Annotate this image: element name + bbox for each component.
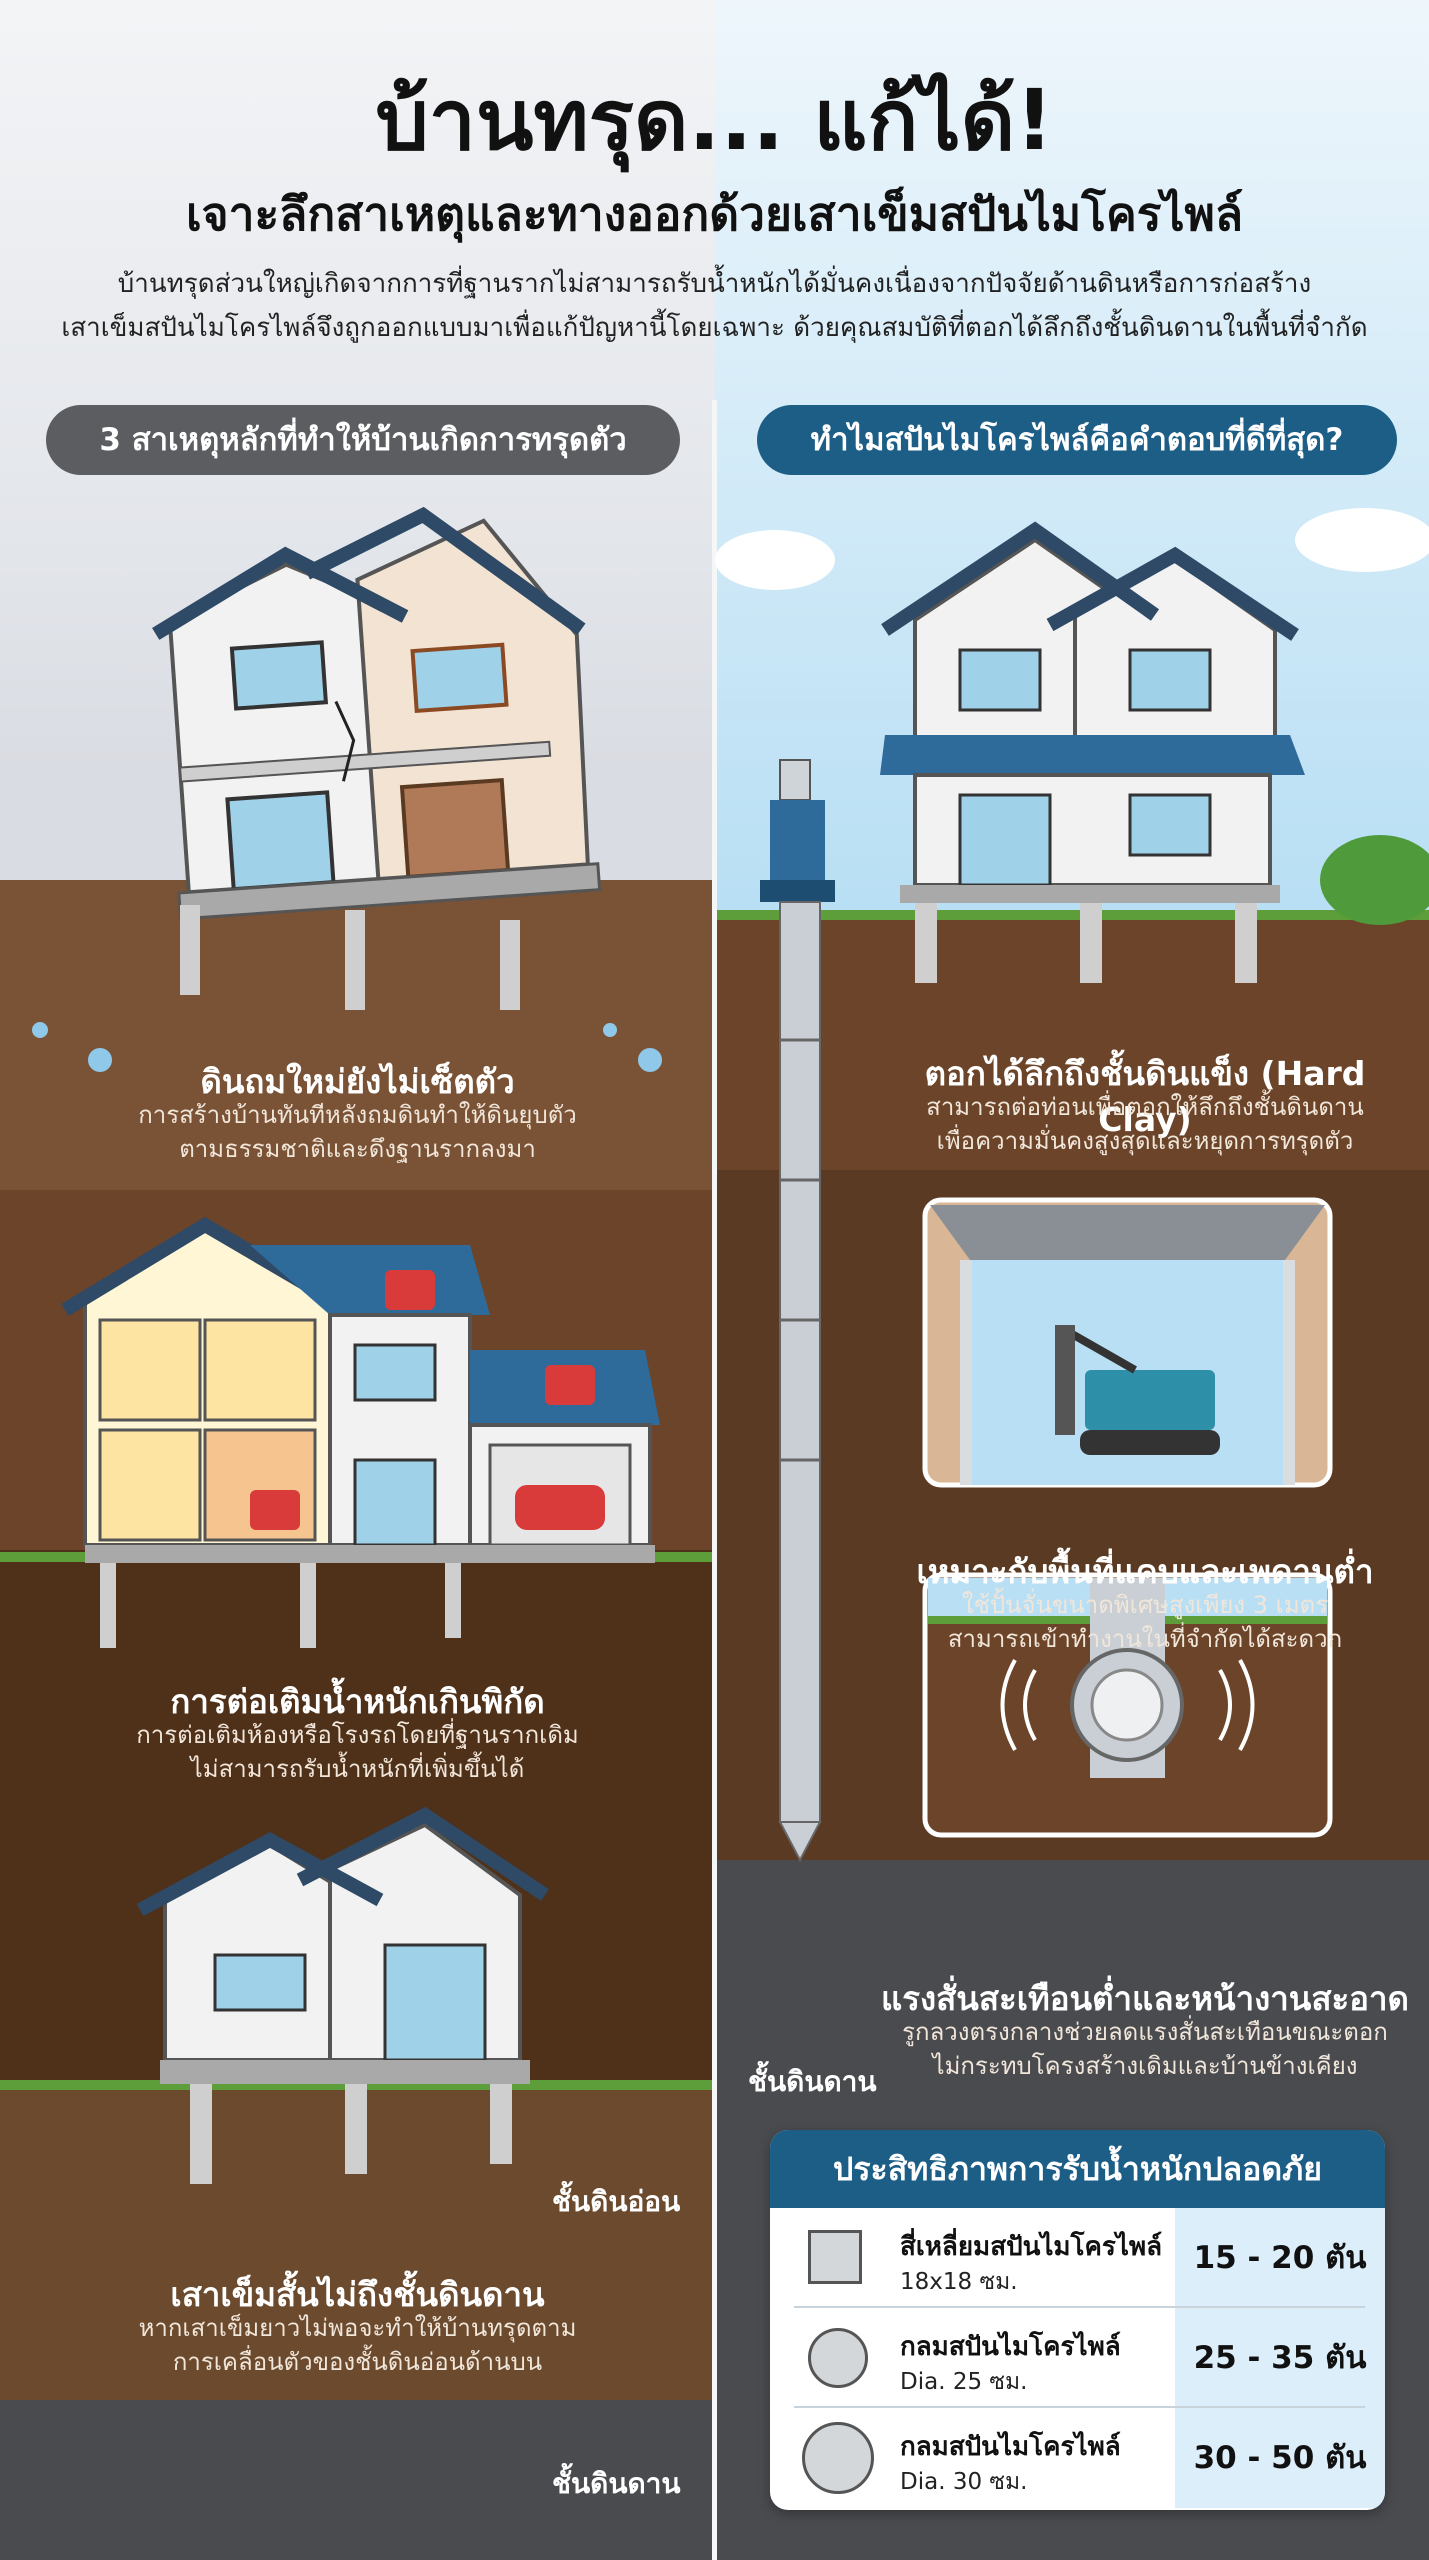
hollow-pile-cross-section — [922, 1572, 1333, 1838]
cause-description: การต่อเติมห้องหรือโรงรถโดยที่ฐานรากเดิม — [136, 1721, 579, 1749]
short-pile-house-illustration — [136, 1806, 549, 2184]
load-value: 25 - 35 ตัน — [1175, 2308, 1385, 2408]
cause-title: การต่อเติมน้ำหนักเกินพิกัด — [170, 1682, 545, 1721]
load-value: 15 - 20 ตัน — [1175, 2208, 1385, 2308]
tilted-house-illustration — [152, 506, 602, 921]
weight-icon — [250, 1270, 595, 1530]
pile-tip-label: ชั้นดินดาน — [748, 2065, 877, 2098]
row-divider — [794, 2406, 1365, 2408]
load-value: 30 - 50 ตัน — [1175, 2408, 1385, 2508]
benefit-title: แรงสั่นสะเทือนต่ำและหน้างานสะอาด — [881, 1979, 1409, 2018]
pile-type: กลมสปันไมโครไพล์ — [900, 2332, 1121, 2362]
benefit-description: ไม่กระทบโครงสร้างเดิมและบ้านข้างเคียง — [932, 2052, 1358, 2080]
benefit-description: สามารถต่อท่อนเพื่อตอกให้ลึกถึงชั้นดินดาน — [926, 1093, 1364, 1121]
extended-house-illustration — [61, 1216, 660, 1648]
cause-description: ไม่สามารถรับน้ำหนักที่เพิ่มขึ้นได้ — [190, 1755, 525, 1783]
cause-description: การสร้างบ้านทันทีหลังถมดินทำให้ดินยุบตัว — [138, 1101, 577, 1129]
solutions-heading: ทำไมสปันไมโครไพล์คือคำตอบที่ดีที่สุด? — [757, 405, 1397, 475]
load-capacity-table: ประสิทธิภาพการรับน้ำหนักปลอดภัย สี่เหลี่… — [770, 2130, 1385, 2510]
soft-soil-label: ชั้นดินอ่อน — [552, 2185, 681, 2218]
table-title: ประสิทธิภาพการรับน้ำหนักปลอดภัย — [770, 2130, 1385, 2208]
left-illustrations — [32, 506, 662, 2184]
intro-text: บ้านทรุดส่วนใหญ่เกิดจากการที่ฐานรากไม่สา… — [117, 269, 1312, 299]
page-title: บ้านทรุด... แก้ได้! — [375, 71, 1054, 169]
hard-soil-layer — [0, 2400, 715, 2560]
row-divider — [794, 2306, 1365, 2308]
cause-title: เสาเข็มสั้นไม่ถึงชั้นดินดาน — [170, 2275, 545, 2314]
low-ceiling-crane-illustration — [922, 1197, 1333, 1488]
pile-type: สี่เหลี่ยมสปันไมโครไพล์ — [900, 2232, 1163, 2262]
pile-size: Dia. 30 ซม. — [900, 2469, 1028, 2495]
benefit-title: เหมาะกับพื้นที่แคบและเพดานต่ำ — [916, 1552, 1374, 1591]
table-row: สี่เหลี่ยมสปันไมโครไพล์ 18x18 ซม. 15 - 2… — [770, 2208, 1385, 2308]
cause-description: การเคลื่อนตัวของชั้นดินอ่อนด้านบน — [172, 2348, 543, 2376]
grass-strip — [715, 910, 1429, 920]
pile-size: Dia. 25 ซม. — [900, 2369, 1028, 2395]
cause-description: ตามธรรมชาติและดึงฐานรากลงมา — [179, 1135, 536, 1163]
benefit-description: เพื่อความมั่นคงสูงสุดและหยุดการทรุดตัว — [936, 1127, 1354, 1155]
benefit-title: ตอกได้ลึกถึงชั้นดินแข็ง (Hard Clay) — [924, 1054, 1366, 1139]
table-row: กลมสปันไมโครไพล์ Dia. 30 ซม. 30 - 50 ตัน — [770, 2408, 1385, 2508]
cause-description: หากเสาเข็มยาวไม่พอจะทำให้บ้านทรุดตาม — [138, 2314, 577, 2342]
column-divider — [712, 400, 717, 2560]
causes-heading: 3 สาเหตุหลักที่ทำให้บ้านเกิดการทรุดตัว — [46, 405, 680, 475]
benefit-description: ใช้ปั้นจั่นขนาดพิเศษสูงเพียง 3 เมตร — [961, 1591, 1329, 1619]
benefit-description: รูกลวงตรงกลางช่วยลดแรงสั่นสะเทือนขณะตอก — [902, 2018, 1388, 2046]
stable-house-illustration — [880, 521, 1305, 983]
benefit-description: สามารถเข้าทำงานในที่จำกัดได้สะดวก — [947, 1625, 1343, 1653]
soil-layer — [715, 915, 1429, 1175]
page-subtitle: เจาะลึกสาเหตุและทางออกด้วยเสาเข็มสปันไมโ… — [185, 187, 1244, 241]
pile-type: กลมสปันไมโครไพล์ — [900, 2432, 1121, 2462]
intro-text: เสาเข็มสปันไมโครไพล์จึงถูกออกแบบมาเพื่อแ… — [61, 313, 1368, 343]
square-pile-icon — [808, 2230, 862, 2284]
round-pile-icon — [802, 2422, 874, 2494]
table-row: กลมสปันไมโครไพล์ Dia. 25 ซม. 25 - 35 ตัน — [770, 2308, 1385, 2408]
cause-title: ดินถมใหม่ยังไม่เซ็ตตัว — [200, 1062, 515, 1101]
hard-soil-label: ชั้นดินดาน — [552, 2467, 681, 2500]
pile-size: 18x18 ซม. — [900, 2269, 1018, 2295]
spun-micro-pile-illustration — [760, 759, 835, 1863]
round-pile-icon — [808, 2328, 868, 2388]
right-illustrations — [715, 508, 1429, 1863]
